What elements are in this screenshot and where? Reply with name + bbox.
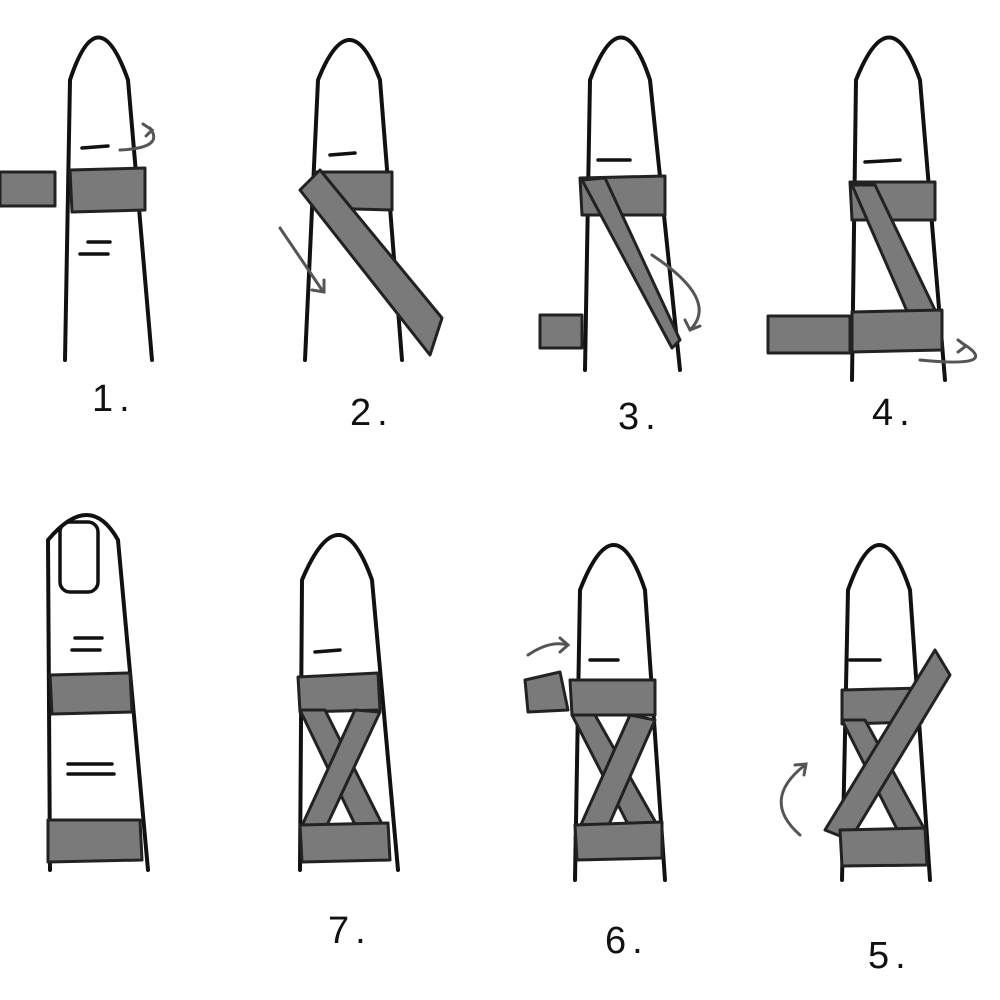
step-label-2: 2.: [350, 392, 394, 434]
step-7-illustration: [296, 533, 400, 872]
step-label-4: 4.: [872, 392, 916, 434]
step-label-1: 1.: [92, 378, 136, 420]
step-plain-finger-illustration: [46, 513, 150, 872]
step-5-illustration: [779, 543, 952, 882]
step-3-illustration: [538, 35, 702, 372]
step-label-3: 3.: [618, 396, 662, 438]
step-label-5: 5.: [868, 935, 912, 977]
step-2-illustration: [278, 38, 444, 362]
step-label-7: 7.: [328, 910, 372, 952]
step-1-illustration: [0, 35, 156, 362]
step-label-6: 6.: [605, 920, 649, 962]
step-4-illustration: [766, 35, 978, 382]
step-6-illustration: [523, 543, 667, 882]
